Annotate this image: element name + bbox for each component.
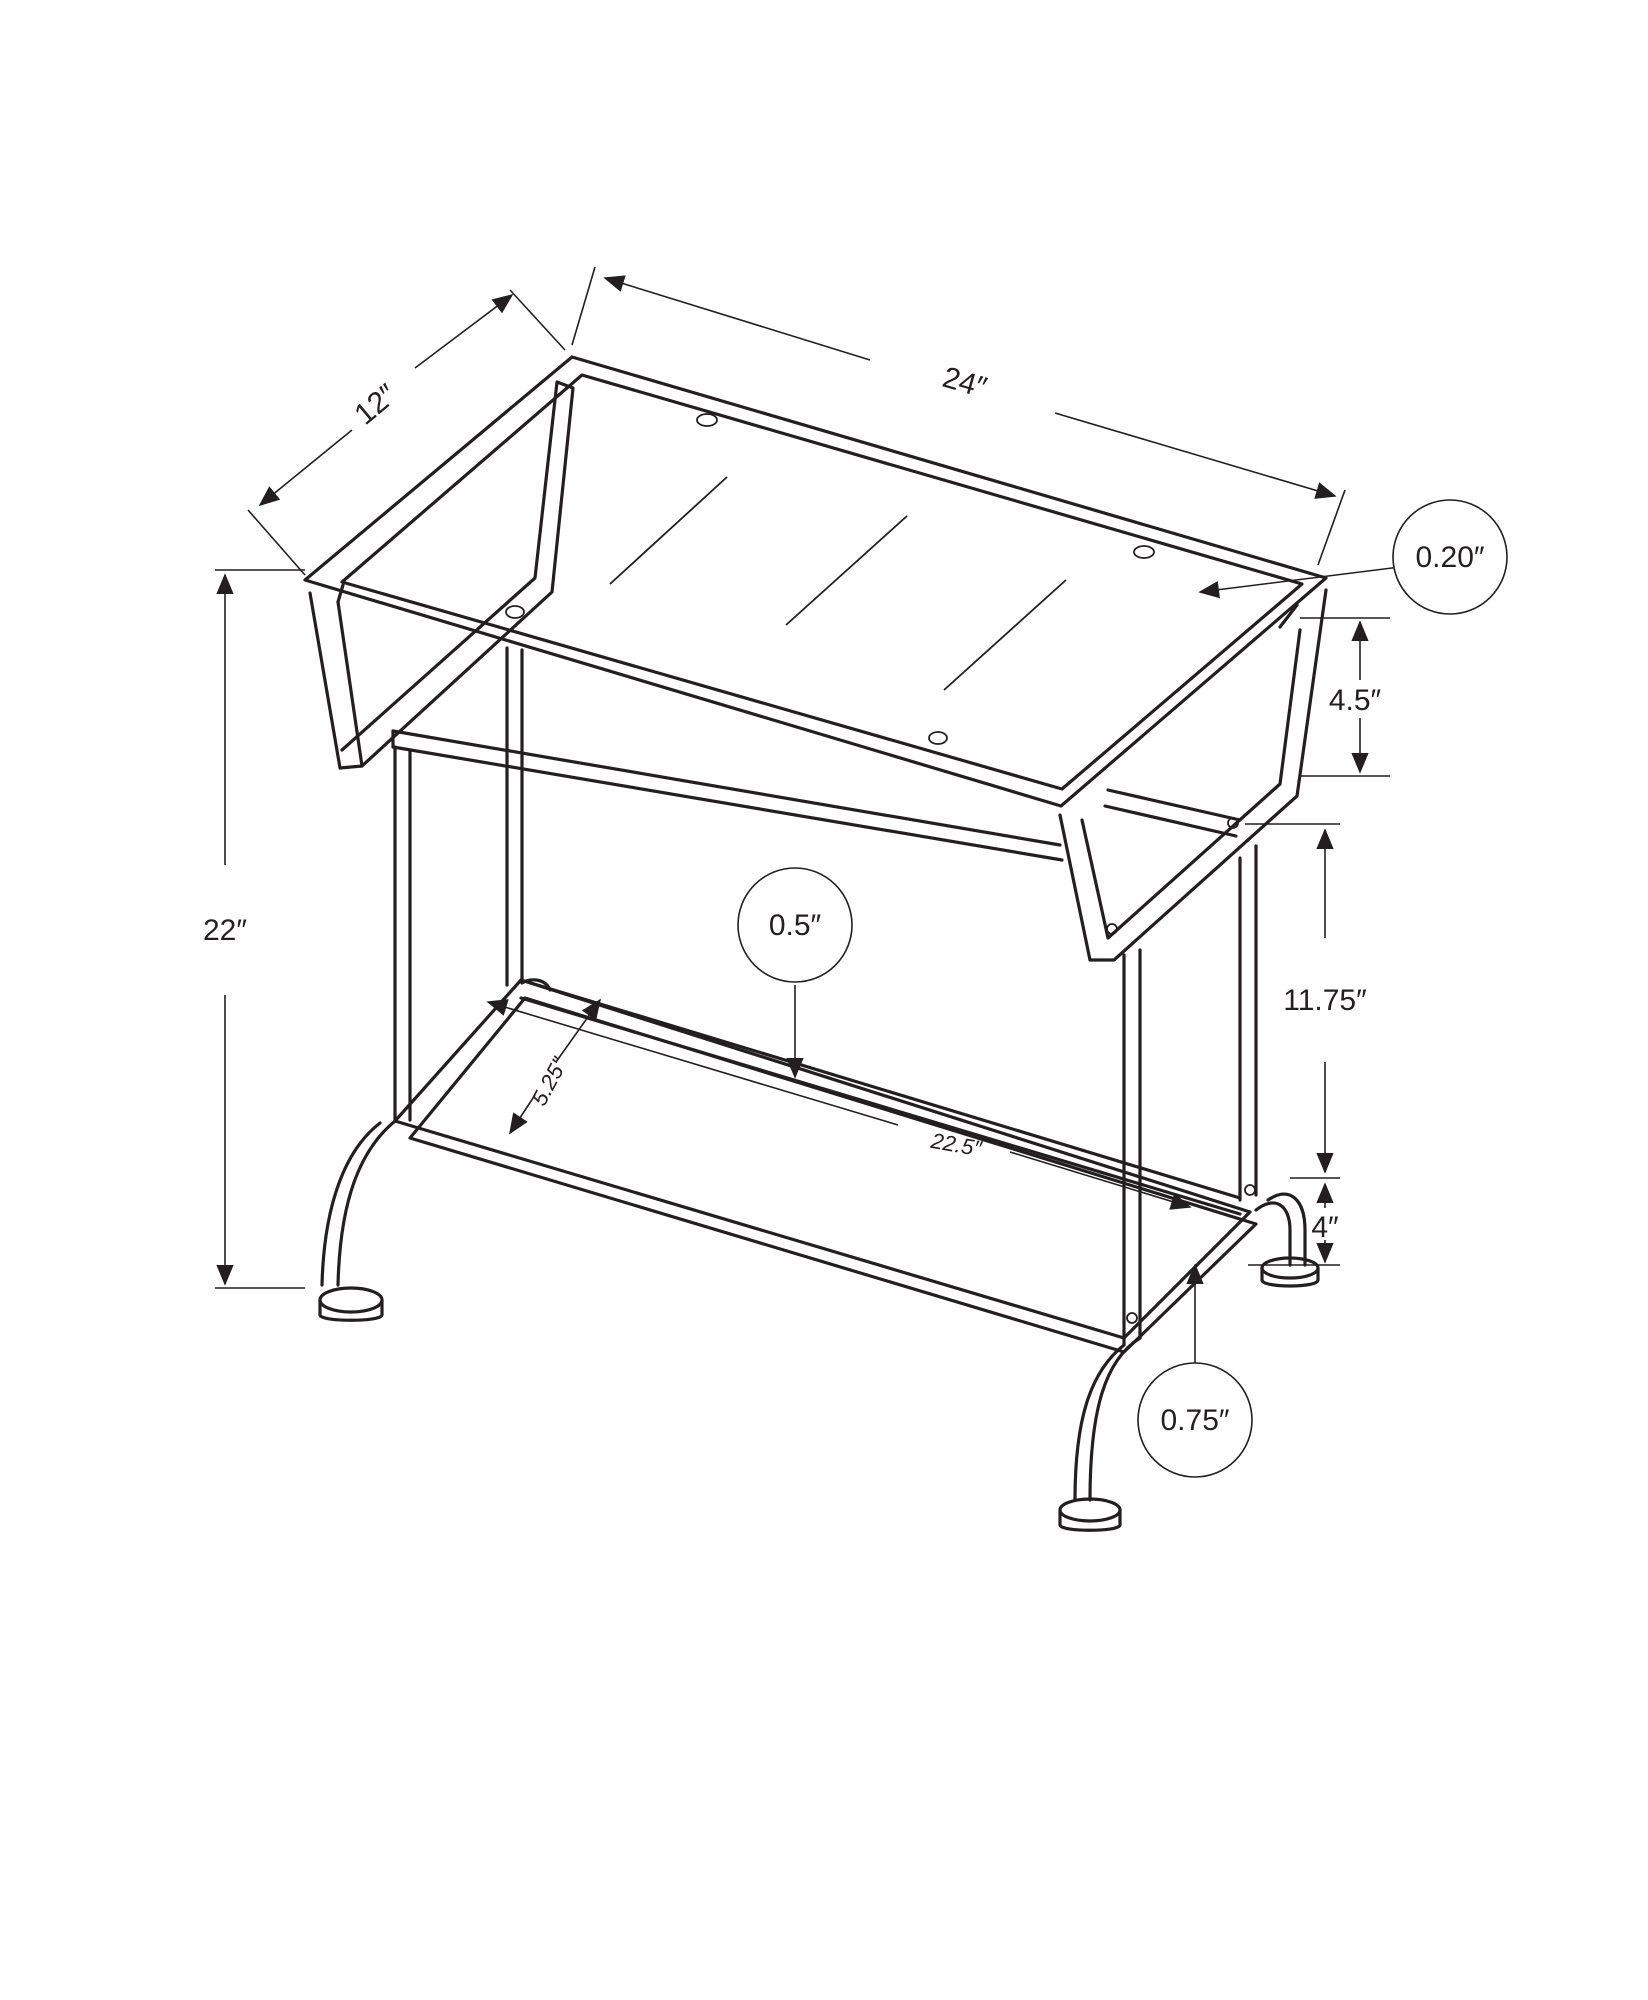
dimension-lines bbox=[215, 266, 1401, 1363]
leg-diameter-circle bbox=[1137, 1362, 1253, 1478]
label-glass-thickness: 0.20″ bbox=[1415, 541, 1484, 574]
callout-circles bbox=[737, 499, 1508, 1478]
tube-diameter-circle bbox=[737, 867, 853, 983]
label-width: 24″ bbox=[939, 361, 991, 405]
label-shelf-clearance: 11.75″ bbox=[1283, 984, 1367, 1017]
label-overall-height: 22″ bbox=[203, 914, 247, 947]
label-depth: 12″ bbox=[348, 378, 403, 432]
label-lower-depth: 5.25″ bbox=[526, 1052, 572, 1109]
label-rack-height: 4.5″ bbox=[1329, 684, 1382, 717]
table-frame bbox=[303, 355, 1328, 1532]
label-foot-clearance: 4″ bbox=[1311, 1211, 1339, 1244]
label-tube-diameter: 0.5″ bbox=[769, 909, 822, 942]
label-leg-diameter: 0.75″ bbox=[1160, 1404, 1229, 1437]
label-lower-length: 22.5″ bbox=[928, 1128, 984, 1162]
glass-thickness-circle bbox=[1392, 499, 1508, 615]
